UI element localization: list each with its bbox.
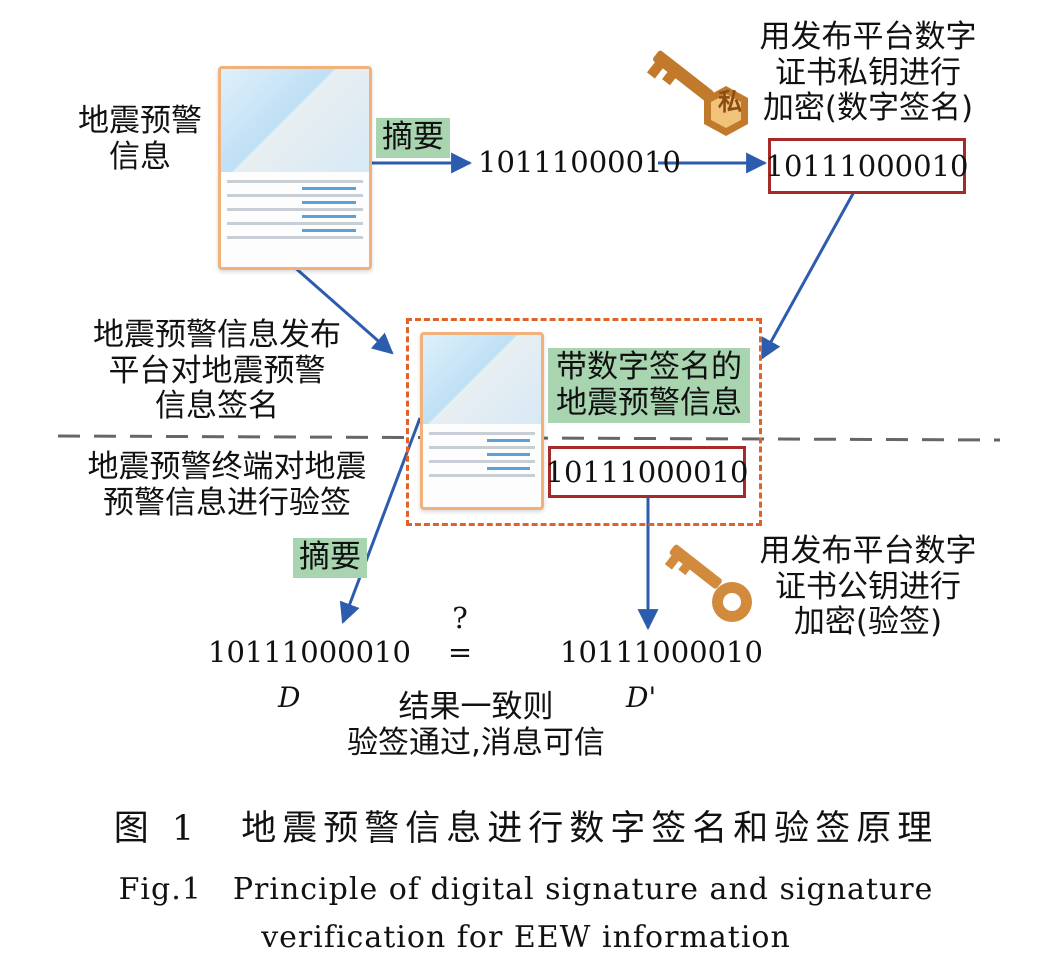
signed-info-label: 带数字签名的 地震预警信息 [548, 348, 750, 424]
encrypted-digest-box: 10111000010 [765, 138, 969, 194]
d-label: D [278, 681, 301, 714]
terminal-verify-label: 地震预警终端对地震 预警信息进行验签 [87, 449, 367, 521]
result-text: 结果一致则 验签通过,消息可信 [347, 689, 605, 761]
digest-label-bottom: 摘要 [293, 538, 367, 578]
eew-info-thumbnail [218, 66, 372, 270]
equals-sign: = [447, 635, 473, 669]
signature-box: 10111000010 [545, 446, 749, 498]
platform-sign-label: 地震预警信息发布 平台对地震预警 信息签名 [93, 317, 341, 425]
d-value: 10111000010 [208, 635, 411, 669]
signature-bits: 10111000010 [545, 455, 749, 489]
arrow-to-signed [760, 189, 857, 360]
caption-english-line1: Fig.1 Principle of digital signature and… [118, 872, 934, 907]
question-mark: ? [452, 601, 468, 635]
encrypted-digest-bits: 10111000010 [765, 149, 969, 183]
public-key-icon [664, 544, 752, 622]
d-prime-value: 10111000010 [560, 635, 763, 669]
public-key-description: 用发布平台数字 证书公钥进行 加密(验签) [759, 533, 977, 641]
eew-info-label: 地震预警 信息 [78, 103, 202, 175]
private-key-icon [646, 50, 748, 136]
caption-english-line2: verification for EEW information [261, 920, 791, 955]
digest-bits-top: 10111000010 [478, 145, 681, 179]
d-prime-label: D' [626, 681, 657, 714]
caption-chinese: 图 1 地震预警信息进行数字签名和验签原理 [113, 809, 939, 849]
private-key-char: 私 [718, 88, 742, 116]
private-key-description: 用发布平台数字 证书私钥进行 加密(数字签名) [759, 19, 977, 127]
package-info-thumbnail [420, 332, 544, 510]
digest-label-top: 摘要 [376, 118, 450, 158]
arrow-to-package [291, 263, 394, 355]
signed-package-box [406, 318, 762, 526]
